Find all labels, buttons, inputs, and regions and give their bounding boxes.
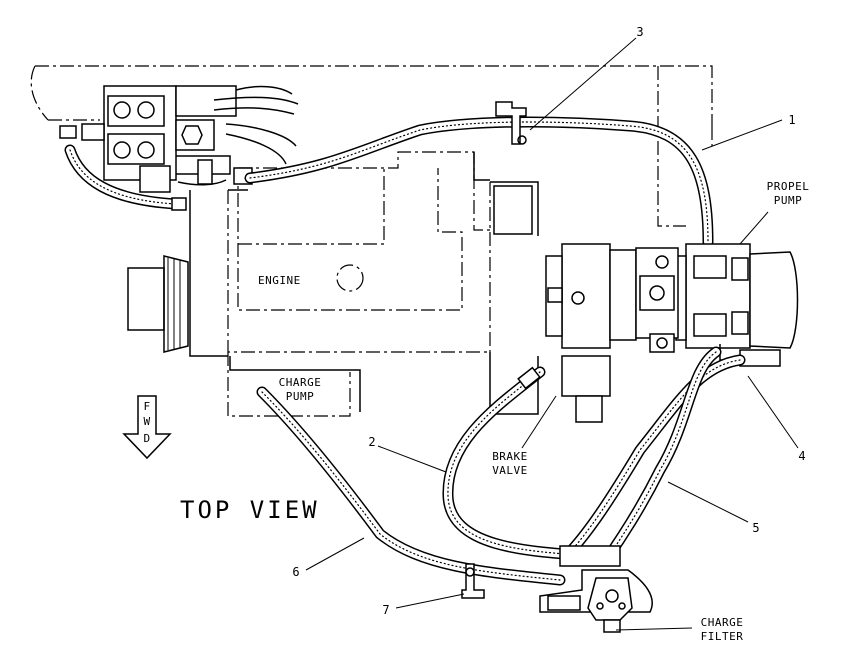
charge-pump-label-line1: CHARGE: [279, 376, 322, 389]
callout-4: 4: [798, 449, 805, 463]
brake-valve: [561, 355, 611, 423]
hose-4: [564, 354, 746, 558]
upper-left-hoses: [177, 85, 299, 186]
engine-label: ENGINE: [258, 274, 301, 287]
callout-1: 1: [788, 113, 795, 127]
hose-1: [244, 116, 714, 248]
charge-filter-label-line2: FILTER: [701, 630, 744, 643]
brake-valve-label-line2: VALVE: [492, 464, 528, 477]
hose-clamp-3: [495, 101, 527, 145]
control-valve-block: [59, 85, 253, 193]
hose-5: [600, 346, 722, 566]
engine-center-mark: [336, 264, 364, 292]
callout-5: 5: [752, 521, 759, 535]
fwd-letter-d: D: [143, 432, 150, 445]
machine-frame: [30, 65, 713, 227]
fwd-letter-w: W: [143, 415, 150, 428]
hose-2: [442, 366, 606, 562]
hose-left-loop: [64, 144, 187, 211]
charge-pump-label-line2: PUMP: [286, 390, 315, 403]
charge-filter-label-line1: CHARGE: [701, 616, 744, 629]
callout-7: 7: [382, 603, 389, 617]
callout-2: 2: [368, 435, 375, 449]
callout-3: 3: [636, 25, 643, 39]
hose-clamp-7: [461, 563, 485, 599]
brake-valve-label-line1: BRAKE: [492, 450, 528, 463]
propel-pump: [675, 243, 799, 367]
center-pump-assembly: [545, 243, 679, 353]
callout-leaders: [305, 37, 799, 631]
top-view-title: TOP VIEW: [180, 496, 320, 524]
propel-pump-label-line1: PROPEL: [767, 180, 810, 193]
fwd-arrow: F W D: [122, 395, 172, 460]
hose-6: [256, 386, 566, 586]
propel-pump-label-line2: PUMP: [774, 194, 803, 207]
engine-pulley: [127, 255, 189, 353]
charge-filter: [539, 545, 653, 633]
fwd-letter-f: F: [143, 400, 150, 413]
callout-6: 6: [292, 565, 299, 579]
engine-block: [189, 151, 539, 417]
